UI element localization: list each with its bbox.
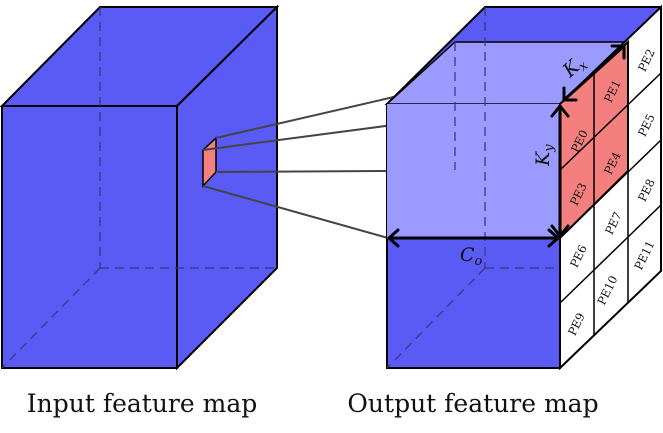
output-feature-map-cube: PE0 PE1 PE2 PE3 PE4 PE5 PE6 PE7 PE8 PE9 … — [384, 4, 662, 371]
output-cube-hidden-edges — [386, 7, 560, 369]
dimension-arrows — [386, 44, 626, 248]
input-cube-front-face — [1, 105, 178, 369]
co-label: Co — [460, 244, 483, 269]
output-caption: Output feature map — [347, 389, 598, 418]
ky-label: Ky — [532, 144, 557, 167]
output-cube-highlight-front — [387, 104, 560, 239]
pe-grid-lines — [559, 42, 662, 336]
input-caption: Input feature map — [27, 389, 257, 418]
input-feature-map-cube — [0, 4, 280, 371]
input-cube-hidden-edges — [1, 7, 277, 369]
